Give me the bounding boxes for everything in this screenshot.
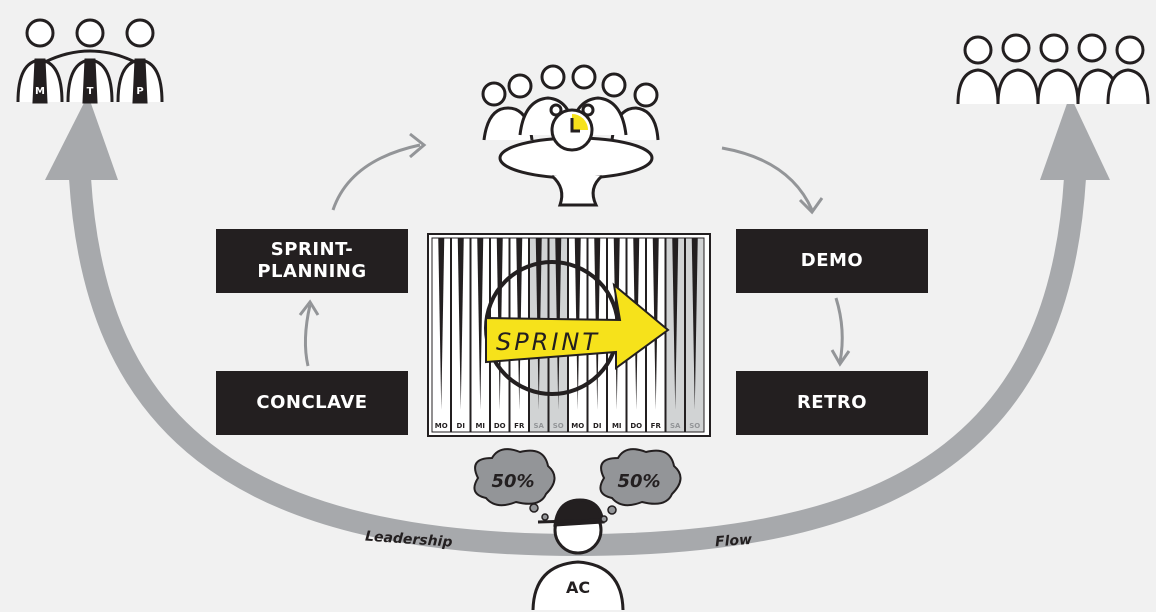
calendar-day-label: SO — [689, 422, 700, 430]
management-group-icon: M T P — [16, 18, 164, 104]
calendar-day-label: MI — [612, 422, 622, 430]
retro-box: RETRO — [736, 371, 928, 435]
flow-label: Flow — [715, 532, 753, 551]
ac-person-icon: AC — [531, 498, 625, 611]
sprint-planning-box: SPRINT- PLANNING — [216, 229, 408, 293]
calendar-stripe — [672, 238, 679, 410]
calendar-day-label: DI — [457, 422, 465, 430]
calendar-day-label: DI — [593, 422, 601, 430]
calendar-day-label: DO — [494, 422, 506, 430]
sprint-calendar: SPRINT MO DI MI DO FR SA SO MO DI MI DO FR SA SO — [427, 233, 711, 437]
thought-left-value: 50% — [491, 471, 534, 492]
stakeholder-group-icon — [956, 33, 1150, 105]
arrow-meeting-to-demo — [721, 146, 814, 211]
calendar-day-label: SA — [534, 422, 545, 430]
badge-t: T — [87, 86, 94, 97]
demo-box: DEMO — [736, 229, 928, 293]
leadership-label: Leadership — [365, 529, 453, 551]
calendar-stripe — [438, 238, 445, 410]
calendar-day-label: MO — [571, 422, 584, 430]
arrow-planning-to-meeting — [331, 143, 421, 211]
sprint-arrow-label: SPRINT — [496, 328, 600, 356]
calendar-day-label: MI — [475, 422, 485, 430]
badge-p: P — [136, 86, 143, 97]
conclave-box: CONCLAVE — [216, 371, 408, 435]
calendar-day-label: DO — [630, 422, 642, 430]
arrow-conclave-to-planning — [303, 304, 312, 367]
calendar-day-label: MO — [435, 422, 448, 430]
calendar-day-label: SA — [670, 422, 681, 430]
badge-m: M — [35, 86, 45, 97]
thought-cloud-right: 50% — [599, 448, 682, 523]
thought-cloud-left: 50% — [473, 448, 556, 521]
calendar-day-label: SO — [553, 422, 564, 430]
calendar-stripe — [457, 238, 464, 410]
arc-arrowhead-right — [1040, 95, 1110, 180]
sprint-arrow — [485, 282, 670, 370]
flow-arrows — [298, 132, 851, 367]
ac-label: AC — [566, 578, 590, 597]
calendar-day-label: FR — [514, 422, 525, 430]
thought-right-value: 50% — [617, 471, 660, 492]
arrow-demo-to-retro — [834, 297, 844, 363]
daily-meeting-icon — [481, 64, 660, 207]
calendar-stripe — [477, 238, 484, 410]
calendar-stripe — [691, 238, 698, 410]
calendar-day-labels: MO DI MI DO FR SA SO MO DI MI DO FR SA SO — [435, 422, 701, 430]
calendar-day-label: FR — [651, 422, 662, 430]
arc-arrowhead-left — [45, 95, 118, 180]
